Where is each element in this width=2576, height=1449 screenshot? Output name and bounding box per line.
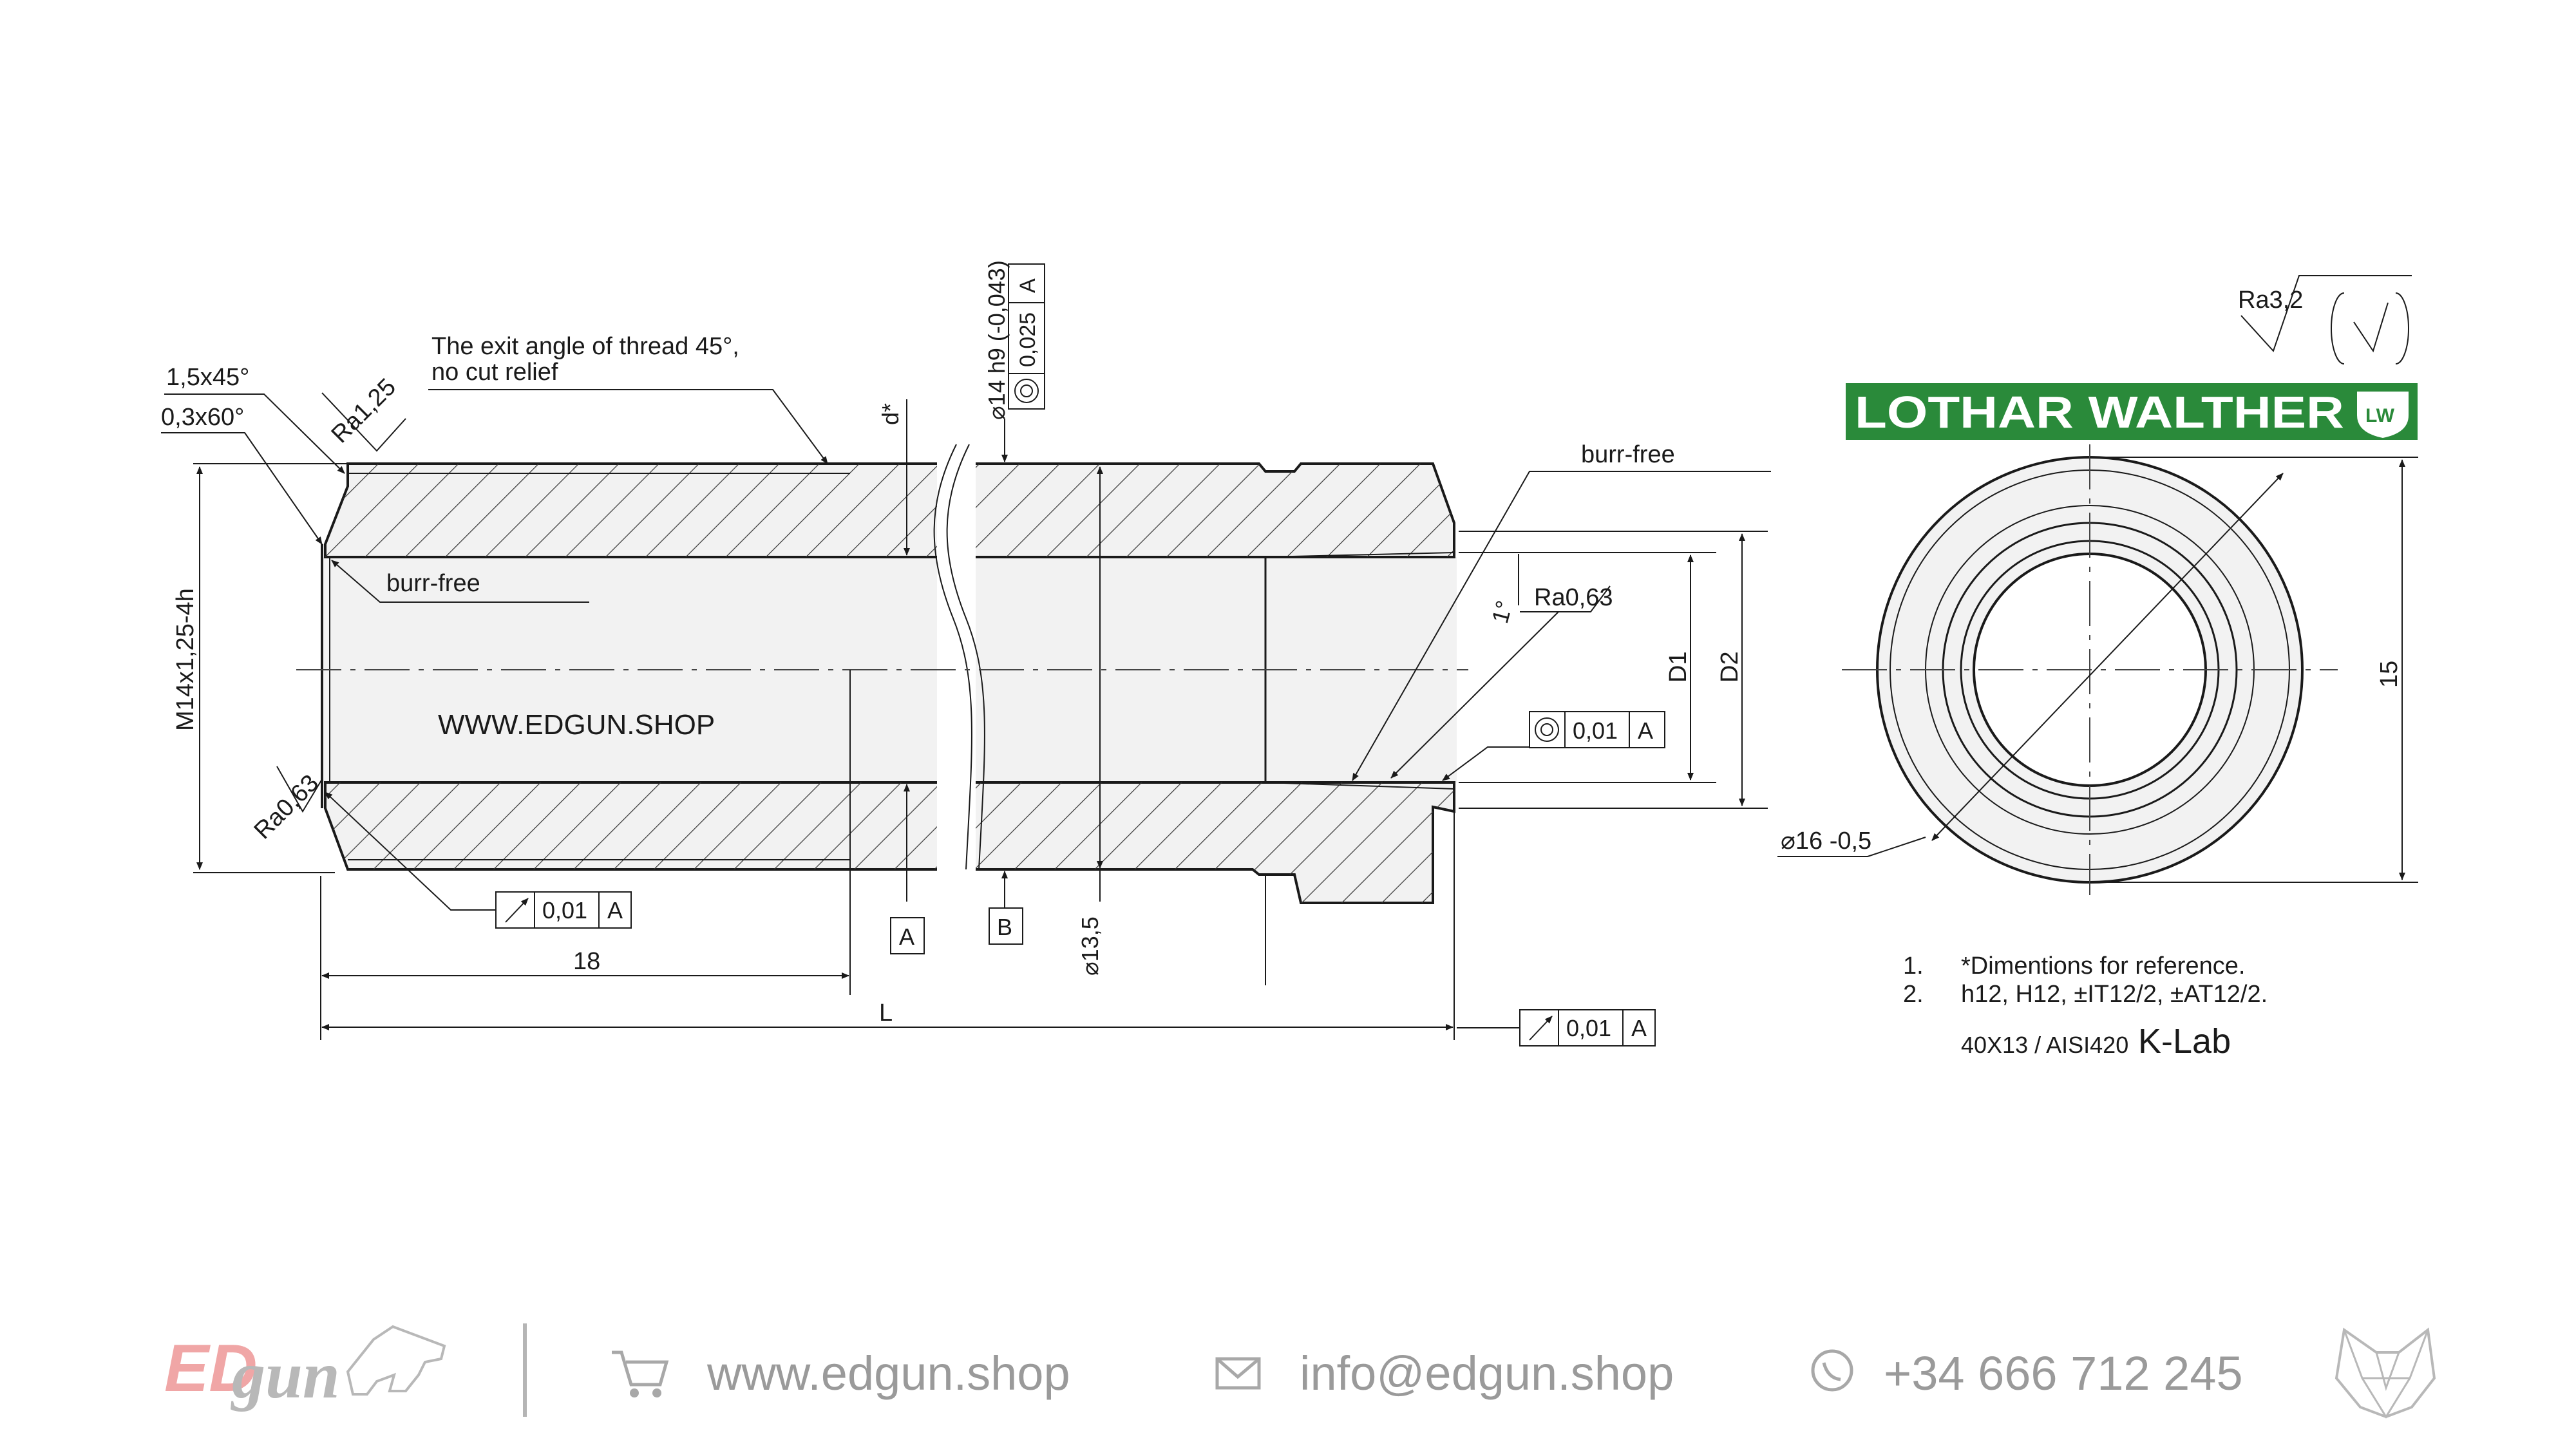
angle-1-deg: 1° — [1486, 598, 1518, 626]
datum-a: A — [890, 917, 925, 954]
brand-logo: LOTHAR WALTHER LW — [1846, 383, 2418, 440]
dim-d-star: d* — [877, 403, 904, 425]
brand-shield-icon — [2357, 392, 2409, 438]
datum-b-label: B — [997, 914, 1012, 940]
note-burr-free-left: burr-free — [386, 570, 480, 597]
bracket-right — [2395, 292, 2409, 365]
brand-text: LOTHAR WALTHER — [1855, 387, 2344, 437]
datum-b: B — [989, 907, 1023, 945]
roughness-ra063-right: Ra0,63 — [1534, 584, 1613, 611]
note-chamfer-1: 1,5x45° — [166, 364, 249, 391]
datum-a-label: A — [899, 923, 914, 950]
footer-email[interactable]: info@edgun.shop — [1215, 1347, 1674, 1400]
leader-chamfer-1 — [164, 393, 345, 474]
fcf-top-value: 0,025 — [1016, 312, 1040, 367]
whatsapp-icon — [1811, 1349, 1853, 1392]
dim-15-label: 15 — [2376, 661, 2403, 688]
footer-email-text[interactable]: info@edgun.shop — [1300, 1347, 1674, 1400]
fcf-concentricity-right: 0,01 A — [1529, 711, 1665, 748]
cart-icon — [612, 1350, 669, 1387]
edgun-logo[interactable]: ED gun — [164, 1325, 446, 1412]
wolf-icon — [2334, 1327, 2436, 1419]
dim-thread-label: M14x1,25-4h — [172, 588, 199, 731]
roughness-symbol-ra063-left — [276, 766, 323, 813]
concentricity-icon-right — [1535, 717, 1559, 742]
material-label: 40X13 / AISI420 — [1961, 1032, 2128, 1058]
break-line-2 — [946, 444, 985, 870]
leader-runout-left — [325, 791, 496, 911]
dog-icon — [346, 1325, 446, 1396]
brand-banner — [1846, 383, 2418, 440]
dim-13-5-label: ⌀13,5 — [1077, 916, 1103, 976]
dim-16-line — [1931, 473, 2284, 841]
footer-website[interactable]: www.edgun.shop — [612, 1347, 1070, 1400]
fcf-runout-right-datum: A — [1631, 1015, 1647, 1041]
dim-16-leader — [1777, 837, 1926, 857]
ra32-label: Ra3,2 — [2238, 287, 2303, 314]
fcf-conc-right-datum: A — [1638, 717, 1653, 744]
notes-block: 1. *Dimentions for reference. 2. h12, H1… — [1903, 952, 2268, 1061]
fcf-top-datum: A — [1016, 278, 1040, 293]
fcf-runout-left-value: 0,01 — [542, 897, 587, 923]
top-wall-hatch — [325, 464, 1454, 557]
mail-icon — [1215, 1357, 1261, 1390]
break-gap — [937, 451, 976, 882]
fcf-runout-left-datum: A — [607, 897, 623, 923]
bore-taper-top — [1265, 552, 1455, 558]
note-2-num: 2. — [1903, 981, 1924, 1008]
brand-badge: LW — [2365, 405, 2395, 426]
runout-icon — [505, 898, 529, 923]
note-1-text: *Dimentions for reference. — [1961, 952, 2245, 980]
roughness-ra063-left: Ra0,63 — [249, 770, 324, 844]
break-line-1 — [933, 444, 972, 870]
dim-D1-label: D1 — [1665, 651, 1692, 683]
fcf-runout-right: 0,01 A — [1519, 1009, 1656, 1046]
footer-phone-text[interactable]: +34 666 712 245 — [1884, 1347, 2243, 1400]
fcf-runout-right-value: 0,01 — [1566, 1015, 1611, 1041]
ra32-symbol — [2240, 275, 2412, 352]
bracket-left — [2331, 292, 2345, 365]
roughness-symbol-ra063-right — [1520, 585, 1611, 612]
concentricity-icon — [1014, 379, 1039, 403]
leader-conc-right — [1442, 746, 1530, 781]
section-view: WWW.EDGUN.SHOP M14x1,25-4h 1,5x45° 0,3x6… — [161, 260, 1771, 1046]
logo-ed: ED — [164, 1331, 257, 1406]
note-chamfer-2: 0,3x60° — [161, 404, 244, 431]
leader-burr-free-right — [1352, 471, 1771, 781]
leader-ra063-right — [1390, 611, 1559, 779]
dim-16-label: ⌀16 -0,5 — [1781, 828, 1871, 855]
leader-chamfer-2 — [161, 432, 323, 545]
fcf-concentricity-top: 0,025 A — [1008, 263, 1045, 410]
footer-website-text[interactable]: www.edgun.shop — [706, 1347, 1070, 1400]
watermark: WWW.EDGUN.SHOP — [438, 709, 715, 741]
bore-taper-bottom — [1265, 782, 1455, 790]
fcf-conc-right-value: 0,01 — [1573, 717, 1618, 744]
note-burr-free-right: burr-free — [1581, 441, 1675, 468]
dim-14-h9-label: ⌀14 h9 (-0,043) — [983, 260, 1010, 420]
end-view: ⌀16 -0,5 15 — [1777, 444, 2418, 895]
footer: ED gun www.edgun.shop info@edgun.shop +3… — [164, 1323, 2436, 1419]
dim-18-label: 18 — [573, 948, 600, 975]
roughness-symbol-ra125 — [321, 392, 406, 452]
leader-exit-angle — [428, 389, 828, 464]
footer-phone[interactable]: +34 666 712 245 — [1811, 1347, 2243, 1400]
lab-label: K-Lab — [2138, 1022, 2231, 1061]
fcf-runout-left: 0,01 A — [495, 891, 632, 929]
note-1-num: 1. — [1903, 952, 1924, 980]
note-2-text: h12, H12, ±IT12/2, ±AT12/2. — [1961, 981, 2268, 1008]
dim-D2-label: D2 — [1716, 651, 1743, 683]
note-exit-angle-1: The exit angle of thread 45°, — [431, 333, 739, 360]
general-surface-finish: Ra3,2 — [2238, 275, 2412, 365]
leader-burr-free-left — [331, 560, 589, 603]
dim-L-label: L — [879, 999, 893, 1027]
bottom-wall-hatch — [325, 782, 1454, 903]
logo-gun: gun — [231, 1338, 340, 1412]
runout-icon-right — [1529, 1016, 1553, 1041]
note-exit-angle-2: no cut relief — [431, 359, 558, 386]
check-symbol — [2353, 302, 2389, 353]
